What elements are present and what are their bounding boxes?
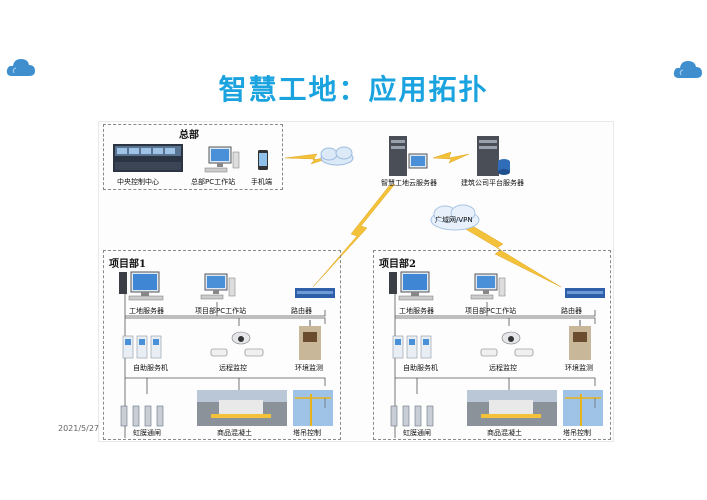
network-cloud-icon [320,146,354,166]
camera-icon [480,331,534,357]
router-icon [565,288,605,298]
camera-icon [210,331,264,357]
project-title: 项目部2 [379,259,416,270]
project-title: 项目部1 [109,259,146,270]
control-center-image [113,144,183,172]
hq-item-label: 中央控制中心 [117,178,159,186]
concrete-truck-image [467,390,557,426]
cloud-server-label: 智慧工地云服务器 [381,179,437,187]
project-label: 虹膜通闸 [403,429,431,437]
project-label: 工地服务器 [399,307,434,315]
project-label: 工地服务器 [129,307,164,315]
project-box [373,250,611,440]
slide-title: 智慧工地：应用拓扑 [218,73,489,106]
project-label: 自助服务机 [403,364,438,372]
project-label: 自助服务机 [133,364,168,372]
hq-pc-icon [204,146,240,173]
hq-item-label: 总部PC工作站 [191,178,236,186]
project-label: 虹膜通闸 [133,429,161,437]
site-server-icon [119,271,164,301]
concrete-truck-image [197,390,287,426]
slide-date: 2021/5/27 [58,424,100,433]
kiosk-icon [392,335,432,359]
project-pc-icon [470,273,506,300]
left-cloud-icon [6,59,35,76]
project-label: 路由器 [291,307,312,315]
tower-crane-icon [293,390,333,426]
project-label: 远程监控 [489,364,517,372]
iris-gate-icon [390,405,434,427]
cloud-server-icon [389,136,428,176]
project-label: 商品混凝土 [487,429,522,437]
platform-server-label: 建筑公司平台服务器 [461,179,524,187]
project-label: 项目部PC工作站 [465,307,517,315]
project-label: 商品混凝土 [217,429,252,437]
iris-gate-icon [120,405,164,427]
project-label: 塔吊控制 [563,429,591,437]
topology-diagram: 总部 中央控制中心 总部PC工作站 手机端 智慧工地云服务器 建筑公司平台服务器… [98,121,614,442]
project-label: 远程监控 [219,364,247,372]
hq-box [103,124,283,190]
diagram-graphics [113,136,605,438]
hq-item-label: 手机端 [251,178,272,186]
project-label: 路由器 [561,307,582,315]
environment-monitor-icon [569,320,591,360]
project-label: 项目部PC工作站 [195,307,247,315]
project-box [103,250,341,440]
router-icon [295,288,335,298]
kiosk-icon [122,335,162,359]
project-label: 环境监测 [565,364,593,372]
vpn-cloud-icon [430,204,480,231]
mobile-phone-icon [258,150,268,170]
right-cloud-icon [673,61,702,78]
environment-monitor-icon [299,320,321,360]
project-label: 环境监测 [295,364,323,372]
platform-server-icon [477,136,510,176]
tower-crane-icon [563,390,603,426]
network-label: 广域网/VPN [435,216,473,224]
hq-title: 总部 [179,130,199,141]
project-pc-icon [200,273,236,300]
site-server-icon [389,271,434,301]
project-label: 塔吊控制 [293,429,321,437]
